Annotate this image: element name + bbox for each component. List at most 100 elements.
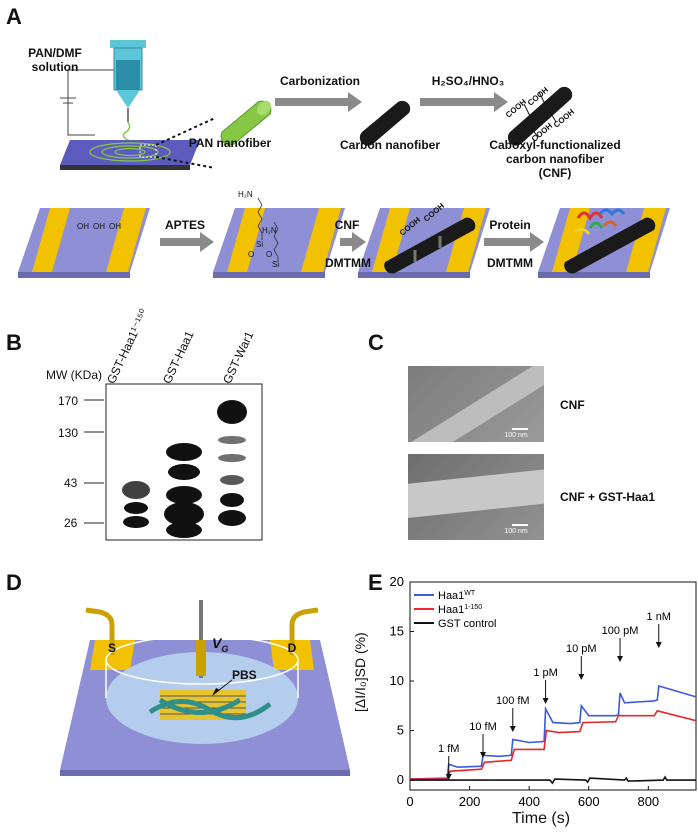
annotation-arrowhead-4: [578, 674, 585, 680]
x-tick-label-0: 0: [406, 794, 413, 809]
arrows-row2: [160, 232, 544, 252]
x-tick-label-4: 800: [637, 794, 659, 809]
si-label-1: Si: [256, 240, 264, 249]
scale-bar-top: 100 nm: [504, 432, 528, 439]
legend-label-2: GST control: [438, 618, 497, 630]
source-label: S: [107, 641, 116, 655]
annotation-arrowhead-5: [617, 656, 624, 662]
y-tick-label-2: 10: [390, 673, 404, 688]
chip-2: [213, 208, 345, 278]
y-tick-label-1: 5: [397, 723, 404, 738]
si-label-2: Si: [272, 260, 280, 269]
annotation-label-1: 10 fM: [469, 721, 497, 733]
annotation-label-2: 100 fM: [496, 695, 530, 707]
aptes-chains: [257, 197, 279, 262]
annotation-label-3: 1 pM: [533, 667, 557, 679]
y-tick-label-3: 15: [390, 624, 404, 639]
sem-label-cnf-protein: CNF + GST-Haa1: [560, 490, 656, 504]
circuit-lines: [60, 69, 114, 136]
annotation-arrowhead-6: [655, 642, 662, 648]
carbon-nanofiber-label: Carbon nanofiber: [339, 138, 440, 152]
annotation-arrowhead-0: [445, 774, 452, 780]
carbon-fiber-icon: [359, 100, 411, 146]
series-line-2: [410, 775, 696, 785]
x-tick-label-2: 400: [518, 794, 540, 809]
panel-letter-d: D: [6, 570, 22, 595]
x-tick-label-1: 200: [459, 794, 481, 809]
panel-letter-e: E: [368, 570, 383, 595]
acid-label: H₂SO₄/HNO₃: [431, 74, 505, 88]
h2n-label-1: H₂N: [238, 190, 253, 199]
chip-1: [18, 208, 150, 278]
panel-letter-a: A: [6, 4, 22, 29]
marker-130: 130: [58, 426, 79, 440]
gel-lane-1: [122, 481, 150, 528]
legend-sup-1: 1-150: [464, 604, 482, 611]
protein-label: Protein: [489, 218, 531, 232]
series-line-1: [410, 709, 697, 780]
cnf-step-label: CNF: [334, 218, 360, 232]
cnf-label-3: (CNF): [538, 166, 572, 180]
gel-lane-2: [164, 443, 204, 538]
gel-lane-3: [217, 400, 247, 526]
protein-icon: [574, 208, 626, 235]
o-label-1: O: [248, 250, 255, 259]
chip-3: [358, 208, 490, 278]
drain-label: D: [287, 641, 297, 655]
oh-label-3: OH: [109, 222, 121, 231]
plot-frame: [409, 581, 697, 791]
syringe-icon: [110, 40, 146, 149]
marker-43: 43: [64, 476, 78, 490]
h2n-label-2: H₂N: [262, 226, 277, 235]
y-tick-label-0: 0: [397, 772, 404, 787]
chart-xlabel: Time (s): [512, 810, 571, 827]
o-label-2: O: [266, 250, 273, 259]
solution-label-1: PAN/DMF: [28, 46, 82, 60]
gate-voltage-label: VG: [212, 636, 228, 656]
cnf-label-1: Caboxyl-functionalized: [489, 138, 621, 152]
oh-label-1: OH: [77, 222, 89, 231]
arrows-row1: [275, 92, 508, 112]
dmtmm-label-2: DMTMM: [487, 256, 533, 270]
solution-label-2: solution: [31, 60, 79, 74]
annotation-label-6: 1 nM: [647, 611, 671, 623]
gate-voltage-sub: G: [221, 643, 229, 654]
marker-26: 26: [64, 516, 78, 530]
pan-fiber-icon: [220, 100, 272, 146]
annotation-arrowhead-1: [479, 752, 486, 758]
legend-label-0: Haa1WT: [438, 590, 476, 602]
cnf-icon: [507, 86, 573, 146]
pan-nanofiber-label: PAN nanofiber: [188, 136, 272, 150]
annotation-label-5: 100 pM: [602, 625, 639, 637]
sem-label-cnf: CNF: [560, 398, 585, 412]
collector-plate: [60, 117, 216, 170]
aptes-label: APTES: [164, 218, 205, 232]
chart-ylabel: [ΔI/I₀]SD (%): [352, 632, 368, 712]
sem-image-cnf: [408, 366, 544, 442]
carbonization-label: Carbonization: [280, 74, 360, 88]
chip-4: [538, 208, 670, 278]
panel-letter-c: C: [368, 330, 384, 355]
oh-label-2: OH: [93, 222, 105, 231]
y-tick-label-4: 20: [390, 574, 404, 589]
cnf-label-2: carbon nanofiber: [505, 152, 604, 166]
gate-voltage-v: V: [212, 635, 222, 651]
annotation-label-4: 10 pM: [566, 643, 597, 655]
panel-letter-b: B: [6, 330, 22, 355]
pbs-label: PBS: [232, 668, 257, 682]
legend-sup-0: WT: [464, 590, 476, 597]
scale-bar-bottom: 100 nm: [504, 528, 528, 535]
annotation-label-0: 1 fM: [438, 743, 459, 755]
marker-170: 170: [58, 394, 79, 408]
mw-label: MW (KDa): [46, 368, 102, 382]
series-line-0: [409, 684, 697, 780]
annotation-arrowhead-2: [509, 726, 516, 732]
dmtmm-label: DMTMM: [325, 256, 371, 270]
legend-label-1: Haa11-150: [438, 604, 482, 616]
annotation-arrowhead-3: [542, 698, 549, 704]
x-tick-label-3: 600: [578, 794, 600, 809]
